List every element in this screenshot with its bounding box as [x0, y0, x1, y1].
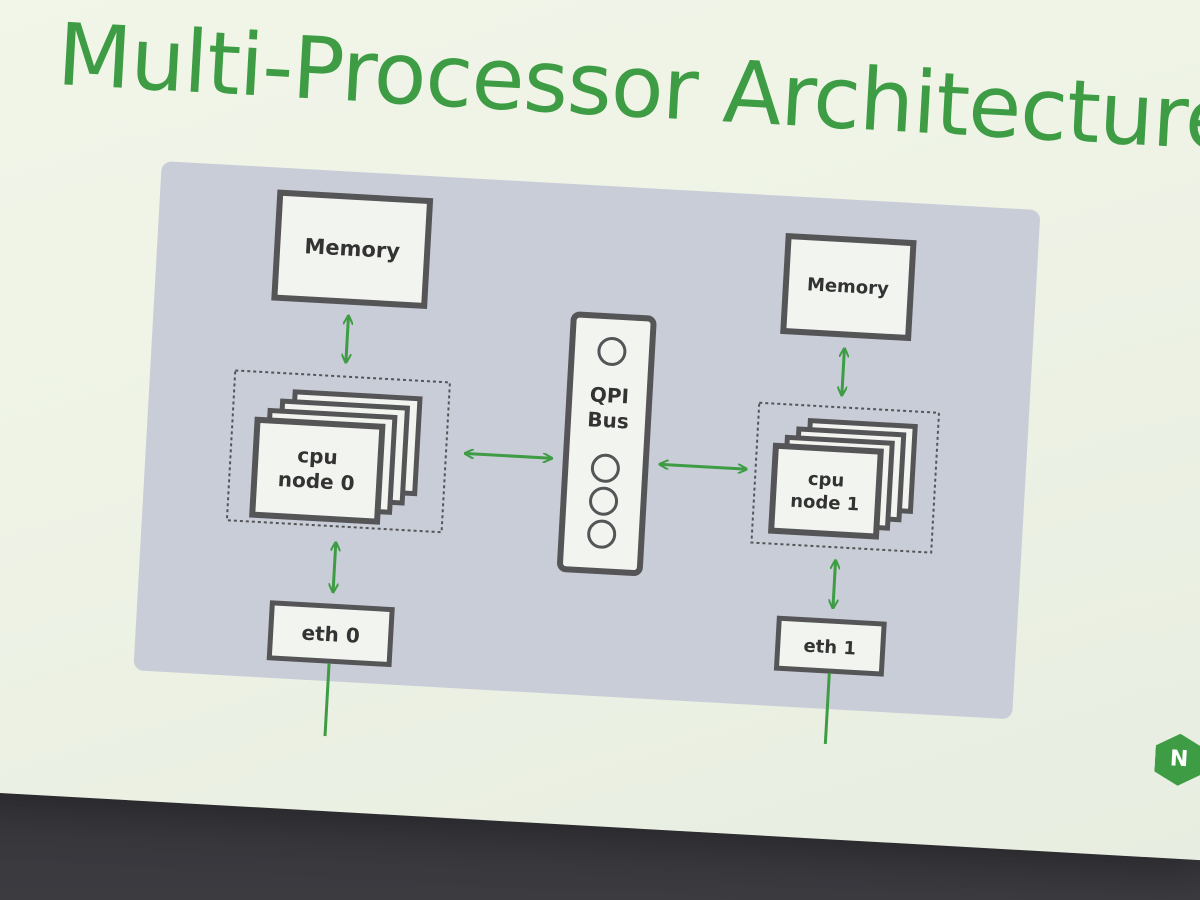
- bus-port-circle: [590, 453, 620, 483]
- qpi-bus: QPI Bus: [557, 311, 657, 577]
- eth-cable-node0: [323, 663, 331, 737]
- node0-bus-arrow: [466, 453, 551, 458]
- cpu-label-node0-line1: cpu: [297, 443, 339, 469]
- projected-slide: Multi-Processor Architecture Memory: [0, 0, 1200, 861]
- bus-node1-arrow: [661, 464, 746, 469]
- bus-port-circle: [597, 336, 627, 366]
- eth-label-node0: eth 0: [301, 621, 360, 648]
- cpu-eth-arrow-node0: [333, 543, 336, 591]
- bus-port-circle: [589, 486, 619, 516]
- cpu-node-group-node0: [225, 369, 451, 534]
- bus-label-line1: QPI: [589, 382, 629, 408]
- eth-cable-node1: [823, 673, 831, 745]
- memory-label-node1: Memory: [806, 274, 889, 300]
- cpu-label-node1-line1: cpu: [807, 469, 844, 492]
- memory-cpu-arrow-node0: [346, 317, 349, 362]
- memory-box-node1: Memory: [780, 232, 917, 342]
- memory-cpu-arrow-node1: [842, 349, 845, 394]
- cpu-stack-node0: cpu node 0: [249, 389, 423, 525]
- eth-box-node0: eth 0: [266, 600, 395, 668]
- cpu-stack-node1: cpu node 1: [767, 417, 918, 540]
- bus-port-circle: [587, 519, 617, 549]
- cpu-node-group-node1: [750, 401, 941, 554]
- bus-label-line2: Bus: [587, 407, 630, 433]
- cpu-eth-arrow-node1: [833, 561, 836, 607]
- cpu-label-node0-line2: node 0: [277, 467, 355, 495]
- cpu-label-node1-line2: node 1: [790, 491, 860, 516]
- architecture-diagram: Memory cpu node 0 eth 0: [133, 161, 1040, 745]
- memory-label-node0: Memory: [304, 234, 401, 263]
- eth-box-node1: eth 1: [773, 615, 887, 677]
- eth-label-node1: eth 1: [803, 636, 857, 660]
- memory-box-node0: Memory: [271, 189, 434, 310]
